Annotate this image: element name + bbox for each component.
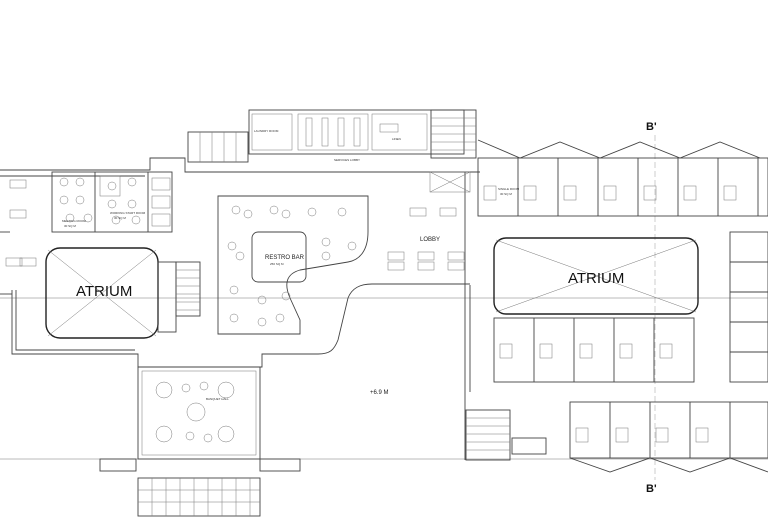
terrace-grid <box>137 477 261 517</box>
section-label-top: B' <box>646 121 657 133</box>
restro-bar: RESTRO BAR 250 SQ M <box>217 195 369 335</box>
atrium-left-label: ATRIUM <box>76 283 132 300</box>
atrium-right: ATRIUM <box>493 237 699 315</box>
services-lobby-label: SERVICES LOBBY <box>334 158 360 162</box>
restro-bar-area: 250 SQ M <box>270 262 284 266</box>
guest-rooms-middle <box>493 231 768 383</box>
stair-right <box>465 409 547 461</box>
lobby-label: LOBBY <box>420 237 440 243</box>
guest-rooms-bottom <box>569 401 768 473</box>
atrium-right-label: ATRIUM <box>568 270 624 287</box>
working-start-label: WORKING START ROOM <box>110 211 146 215</box>
section-marker-top: B' <box>646 121 657 133</box>
guest-rooms-top: SINGLE ROOM 30 SQ M <box>477 139 768 217</box>
room-label: SINGLE ROOM <box>498 187 520 191</box>
working-start-area: 30 SQ M <box>114 216 126 220</box>
section-label-bottom: B' <box>646 483 657 495</box>
banquet-hall: BANQUET HALL <box>99 366 301 472</box>
banquet-label: BANQUET HALL <box>206 397 229 401</box>
restro-bar-label: RESTRO BAR <box>265 255 305 261</box>
linen-label: LINEN <box>392 137 401 141</box>
atrium-left: ATRIUM <box>45 247 201 339</box>
main-walls <box>0 157 480 460</box>
meeting-rooms: MEETING ROOM 30 SQ M WORKING START ROOM … <box>51 171 173 233</box>
section-marker-bottom: B' <box>646 483 657 495</box>
lobby-furniture <box>5 171 471 271</box>
level-label: +6.9 M <box>370 390 389 396</box>
datum-lines <box>0 135 768 480</box>
room-area: 30 SQ M <box>500 192 512 196</box>
service-block: LAUNDRY ROOM SERVICES LOBBY LINEN <box>187 109 477 163</box>
meeting-room-area: 30 SQ M <box>64 224 76 228</box>
laundry-label: LAUNDRY ROOM <box>254 129 279 133</box>
meeting-room-label: MEETING ROOM <box>62 219 86 223</box>
